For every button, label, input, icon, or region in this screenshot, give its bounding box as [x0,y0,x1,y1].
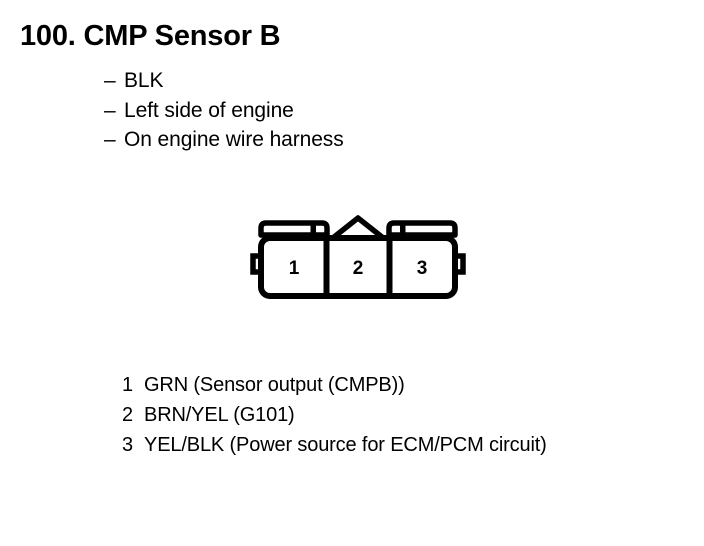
attribute-label: Left side of engine [124,98,294,122]
pin-legend-number: 3 [122,434,133,456]
list-item: –Left side of engine [104,96,344,126]
pin-legend-description: BRN/YEL (G101) [144,404,295,426]
connector-right-side-nub [455,253,466,275]
list-item: –BLK [104,66,344,96]
dash-bullet-icon: – [104,69,116,92]
pin-number-1: 1 [289,258,300,279]
pin-legend: 1 GRN (Sensor output (CMPB)) 2 BRN/YEL (G1… [122,370,547,460]
attribute-label: BLK [124,69,164,92]
connector-top-left-tab [258,220,330,238]
page-title: 100. CMP Sensor B [20,20,281,52]
connector-center-keyway [327,215,389,244]
pin-legend-number: 1 [122,374,133,396]
attribute-list: –BLK –Left side of engine –On engine wir… [104,66,344,155]
dash-bullet-icon: – [104,128,116,151]
connector-top-right-tab [386,220,458,238]
pin-legend-row: 2 BRN/YEL (G101) [122,400,547,430]
dash-bullet-icon: – [104,98,116,122]
pin-number-2: 2 [353,258,364,279]
pin-legend-number: 2 [122,404,133,426]
pin-legend-description: YEL/BLK (Power source for ECM/PCM circui… [144,434,547,456]
connector-left-side-nub [250,253,261,275]
connector-body [258,235,458,299]
pin-number-3: 3 [417,258,428,279]
pin-legend-row: 1 GRN (Sensor output (CMPB)) [122,370,547,400]
pin-legend-row: 3 YEL/BLK (Power source for ECM/PCM circu… [122,430,547,460]
pin-legend-description: GRN (Sensor output (CMPB)) [144,374,405,396]
list-item: –On engine wire harness [104,125,344,155]
connector-diagram: 1 2 3 [250,210,466,306]
attribute-label: On engine wire harness [124,128,344,151]
